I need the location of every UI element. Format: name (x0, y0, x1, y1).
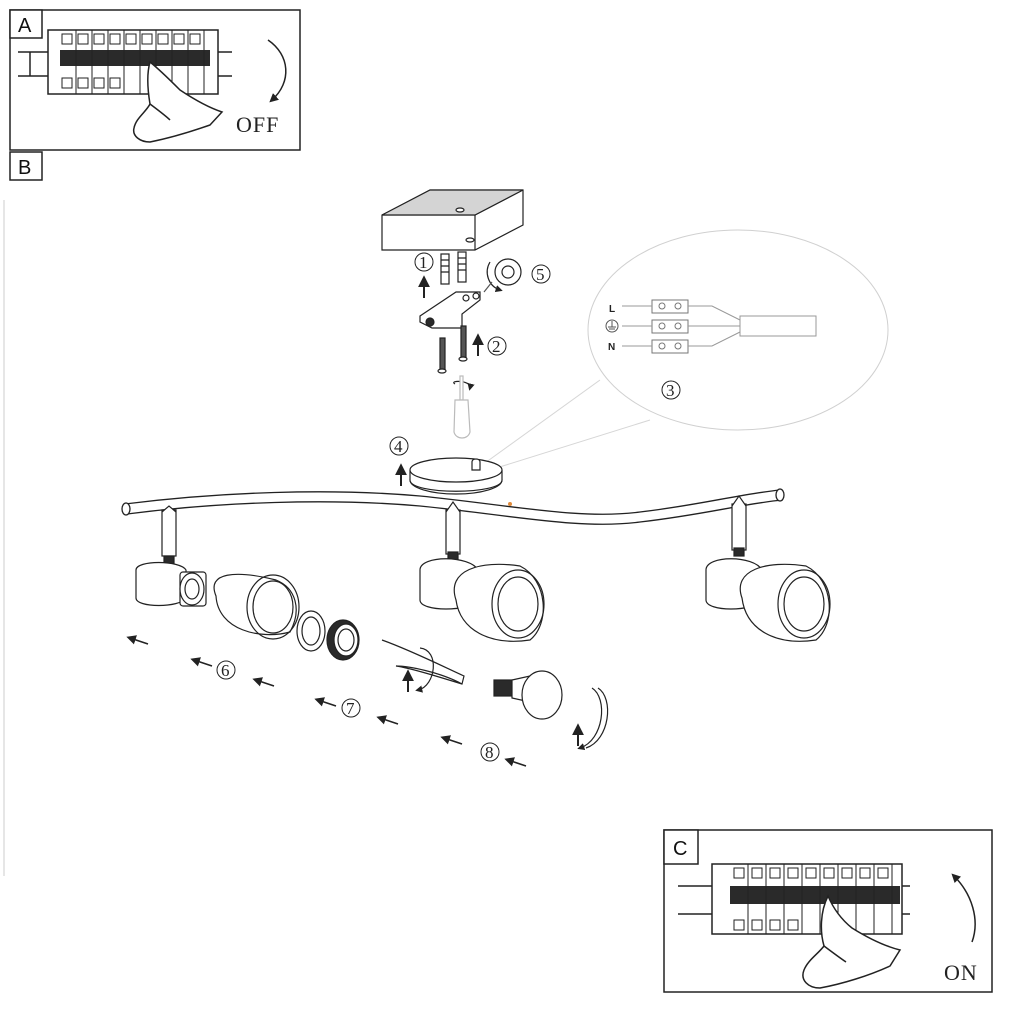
indicator-dot (508, 502, 512, 506)
breaker-strip-c (678, 863, 910, 935)
terminal-block (651, 299, 689, 354)
ceiling-block (381, 189, 524, 251)
panel-a-label: A (18, 15, 32, 37)
bulb (493, 670, 563, 720)
panel-c: C (663, 829, 993, 993)
spot-right (705, 494, 831, 642)
rotate-arrow-c-icon (951, 873, 976, 943)
step-1: 1 (419, 253, 428, 272)
step-4: 4 (394, 437, 403, 456)
spot-middle (419, 500, 545, 642)
step-8: 8 (485, 743, 494, 762)
spring-clip (381, 639, 465, 693)
step-2: 2 (492, 337, 501, 356)
step-6: 6 (221, 661, 230, 680)
step-7: 7 (346, 699, 355, 718)
earth-icon (605, 319, 619, 333)
step-3: 3 (666, 381, 675, 400)
screwdriver-icon (453, 375, 475, 439)
live-label: L (609, 304, 615, 315)
hand-icon-a (132, 60, 224, 143)
breaker-strip-a (18, 29, 232, 95)
wires (622, 305, 817, 347)
direction-arrows (126, 635, 527, 767)
lock-ring (326, 619, 360, 661)
wiring-inset: L N (477, 229, 889, 471)
off-text: OFF (236, 112, 279, 137)
spot-left-holder (135, 505, 207, 607)
panel-b-label: B (18, 157, 31, 179)
wall-plugs (440, 251, 467, 285)
screws (437, 325, 468, 374)
glass-lens (572, 687, 609, 751)
ring-washer (296, 610, 326, 652)
panel-c-label: C (673, 838, 687, 860)
step-numbers (216, 252, 681, 762)
cover-cap (483, 258, 522, 293)
canopy (409, 457, 503, 495)
mounting-bracket (419, 291, 481, 329)
hand-icon-c (802, 894, 902, 989)
panel-a: A (9, 9, 301, 151)
on-text: ON (944, 960, 978, 985)
neutral-label: N (608, 342, 615, 353)
rotate-arrow-a-icon (267, 39, 287, 103)
panel-b: B (3, 151, 43, 876)
spot-left-shade (213, 573, 300, 640)
step-5: 5 (536, 265, 545, 284)
